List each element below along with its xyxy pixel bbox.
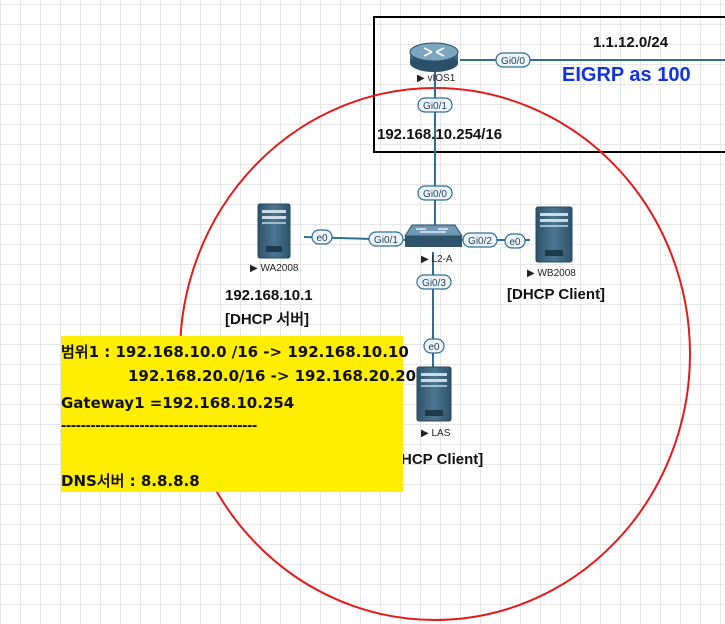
port-switch-down: Gi0/3 [416,274,452,290]
port-switch-right: Gi0/2 [462,232,498,248]
note-gateway: Gateway1 =192.168.10.254 [61,394,295,412]
svg-text:Gi0/0: Gi0/0 [423,189,447,200]
router-arrows-icon [423,47,445,57]
server-las-label: ▶ LAS [421,428,451,439]
server-wa2008-label: ▶ WA2008 [250,263,299,274]
server-wa2008[interactable] [257,203,291,259]
lan-ip-label: 192.168.10.254/16 [377,126,502,143]
note-separator: ---------------------------------------- [61,419,257,434]
svg-text:e0: e0 [428,342,440,353]
svg-text:Gi0/1: Gi0/1 [374,235,398,246]
svg-text:Gi0/0: Gi0/0 [501,56,525,67]
switch-label: ▶ L2-A [421,254,453,265]
port-router-lan: Gi0/1 [417,97,453,113]
wa2008-role-label: [DHCP 서버] [225,311,309,328]
dhcp-config-note: 범위1 : 192.168.10.0 /16 -> 192.168.10.10 … [61,336,416,492]
router-vios1[interactable] [409,42,459,72]
router-label: ▶ vIOS1 [417,73,456,84]
svg-text:Gi0/1: Gi0/1 [423,101,447,112]
eigrp-area-box [373,16,725,153]
svg-text:Gi0/2: Gi0/2 [468,236,492,247]
eigrp-title: EIGRP as 100 [562,64,691,86]
server-las[interactable] [416,366,452,422]
las-role-label: HCP Client] [401,451,483,468]
svg-text:Gi0/3: Gi0/3 [422,278,446,289]
svg-text:e0: e0 [316,233,328,244]
switch-l2a[interactable] [404,224,463,247]
wa2008-ip-label: 192.168.10.1 [225,287,313,304]
server-wb2008[interactable] [535,206,573,263]
switch-arrows-icon [416,228,448,233]
port-switch-left: Gi0/1 [368,231,404,247]
port-las-nic: e0 [423,338,445,354]
note-dns: DNS서버 : 8.8.8.8 [61,472,200,490]
note-range2: 192.168.20.0/16 -> 192.168.20.20 [128,367,417,385]
wan-subnet-label: 1.1.12.0/24 [593,34,669,51]
port-wb2008-nic: e0 [504,233,526,249]
wb2008-role-label: [DHCP Client] [507,286,605,303]
port-switch-up: Gi0/0 [417,185,453,201]
port-wa2008-nic: e0 [311,229,333,245]
port-router-wan: Gi0/0 [495,52,531,68]
svg-text:e0: e0 [509,237,521,248]
note-range1: 범위1 : 192.168.10.0 /16 -> 192.168.10.10 [61,343,409,361]
server-wb2008-label: ▶ WB2008 [527,268,576,279]
